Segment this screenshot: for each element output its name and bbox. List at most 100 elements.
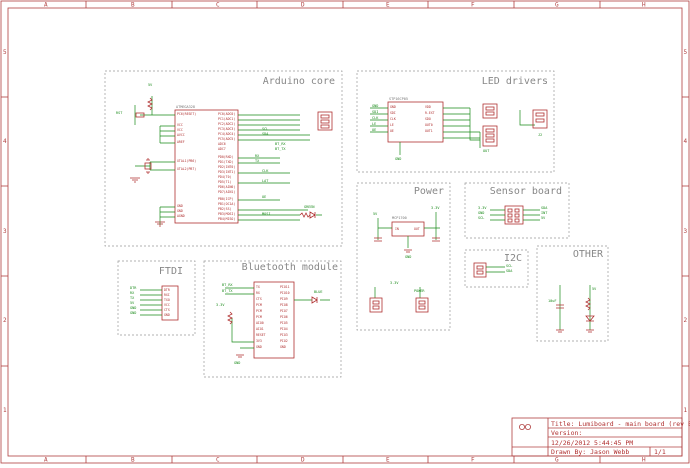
svg-text:PD4(T0): PD4(T0): [218, 175, 232, 179]
power-title: Power: [414, 186, 444, 197]
power-capacitors: [374, 237, 440, 253]
title-block-drawn-by: Drawn By: Jason Webb: [551, 448, 629, 456]
svg-text:SCL: SCL: [506, 264, 512, 268]
svg-text:PB0(ICP): PB0(ICP): [218, 197, 233, 201]
svg-text:BT_TX: BT_TX: [275, 147, 286, 151]
svg-text:LE: LE: [372, 122, 376, 126]
svg-text:GND: GND: [164, 313, 170, 317]
svg-text:GND: GND: [256, 345, 262, 349]
svg-text:SDA: SDA: [262, 132, 269, 136]
col-label-bottom: A: [44, 457, 48, 464]
svg-text:PC5(ADC5): PC5(ADC5): [218, 137, 235, 141]
svg-text:5V: 5V: [148, 83, 153, 87]
i2c-title: I2C: [504, 253, 522, 264]
svg-text:CTS: CTS: [256, 297, 262, 301]
svg-text:SDI: SDI: [390, 111, 396, 115]
svg-text:5V: 5V: [373, 212, 378, 216]
svg-text:VCC: VCC: [164, 303, 170, 307]
svg-text:PD7(AIN1): PD7(AIN1): [218, 190, 235, 194]
svg-text:PIO3: PIO3: [280, 333, 288, 337]
svg-text:3.3V: 3.3V: [390, 281, 399, 285]
svg-text:PC1(ADC1): PC1(ADC1): [218, 117, 235, 121]
power-headers: [369, 297, 429, 313]
svg-text:PIO9: PIO9: [280, 297, 288, 301]
svg-text:PD2(INT0): PD2(INT0): [218, 165, 235, 169]
bluetooth-passives: [227, 296, 318, 358]
arduino-core-section: [104, 70, 343, 247]
svg-text:IN: IN: [395, 227, 399, 231]
led-driver-headers: [482, 103, 548, 147]
svg-text:AGND: AGND: [177, 214, 185, 218]
sensor-wires: [490, 209, 540, 221]
col-label-top: B: [131, 2, 135, 9]
svg-text:XTAL1(PB6): XTAL1(PB6): [177, 159, 196, 163]
svg-text:PD3(INT1): PD3(INT1): [218, 170, 235, 174]
svg-text:GND: GND: [130, 306, 136, 310]
svg-text:PC2(ADC2): PC2(ADC2): [218, 122, 235, 126]
svg-text:SDO: SDO: [425, 117, 431, 121]
col-label-top: E: [386, 2, 390, 9]
sensor-header: [504, 205, 524, 225]
svg-text:PC0(ADC0): PC0(ADC0): [218, 112, 235, 116]
svg-text:PB4(MISO): PB4(MISO): [218, 217, 235, 221]
svg-text:PB3(MOSI): PB3(MOSI): [218, 212, 235, 216]
svg-text:PIO10: PIO10: [280, 291, 290, 295]
svg-text:PIO7: PIO7: [280, 309, 288, 313]
title-block-version: Version:: [551, 429, 582, 437]
row-label-left: 1: [3, 407, 7, 414]
other-section: [536, 245, 609, 342]
col-label-top: D: [301, 2, 305, 9]
power-wires: [374, 212, 440, 298]
svg-text:PIO2: PIO2: [280, 339, 288, 343]
svg-text:AREF: AREF: [177, 140, 185, 144]
svg-text:RX: RX: [256, 291, 260, 295]
svg-text:DTR: DTR: [164, 288, 170, 292]
row-label-right: 3: [684, 228, 688, 235]
sensor-board-title: Sensor board: [490, 186, 562, 197]
svg-text:R-EXT: R-EXT: [425, 111, 435, 115]
svg-text:PB2(SS): PB2(SS): [218, 207, 232, 211]
svg-text:LAT: LAT: [262, 179, 269, 183]
row-label-left: 4: [3, 138, 7, 145]
svg-text:RST: RST: [116, 111, 123, 115]
title-block: [511, 417, 683, 457]
svg-text:PCM: PCM: [256, 315, 262, 319]
svg-text:VDD: VDD: [425, 105, 431, 109]
other-wires: [559, 285, 591, 330]
bluetooth-title: Bluetooth module: [242, 262, 338, 273]
inner-frame: [7, 7, 683, 457]
row-label-left: 2: [3, 317, 7, 324]
svg-text:ADC7: ADC7: [218, 147, 226, 151]
svg-text:RESET: RESET: [256, 333, 266, 337]
col-label-top: F: [471, 2, 475, 9]
svg-text:GREEN: GREEN: [304, 205, 315, 209]
led-drivers-section: [356, 70, 555, 173]
logo-icon: [519, 423, 532, 430]
svg-text:GND: GND: [234, 361, 240, 365]
svg-text:PIO5: PIO5: [280, 321, 288, 325]
sensor-board-section: [464, 182, 570, 239]
svg-text:BT_TX: BT_TX: [222, 289, 233, 293]
svg-text:MCP1700: MCP1700: [392, 216, 407, 220]
ftdi-title: FTDI: [159, 266, 183, 277]
svg-text:PCM: PCM: [256, 309, 262, 313]
svg-text:BLUE: BLUE: [314, 290, 322, 294]
svg-text:PD0(RXD): PD0(RXD): [218, 155, 233, 159]
svg-text:RXI: RXI: [164, 293, 170, 297]
svg-text:GND: GND: [405, 255, 411, 259]
svg-text:3.3V: 3.3V: [216, 303, 225, 307]
row-label-left: 5: [3, 49, 7, 56]
col-label-top: G: [555, 2, 559, 9]
svg-text:POWER: POWER: [414, 289, 425, 293]
svg-text:PD1(TXD): PD1(TXD): [218, 160, 233, 164]
